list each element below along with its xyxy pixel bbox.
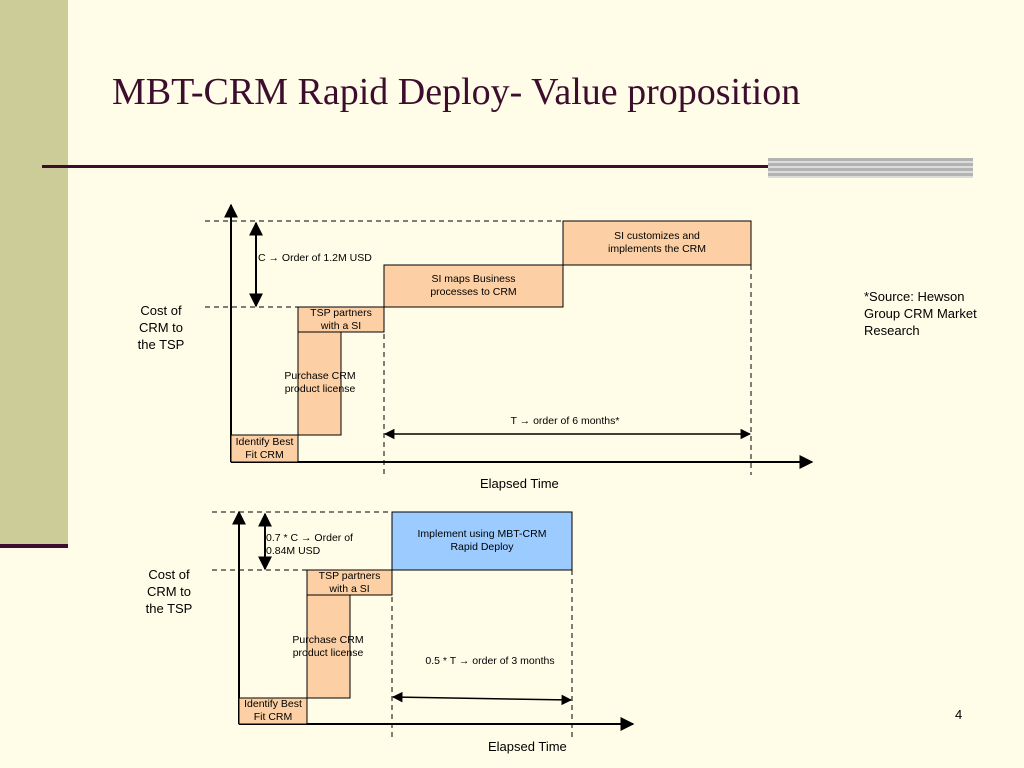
source-note: *Source: Hewson Group CRM Market Researc…	[864, 289, 977, 338]
bottom-diagram	[212, 510, 635, 740]
bottom-step-implement-label: Implement using MBT-CRM Rapid Deploy	[417, 528, 547, 553]
top-step-si-maps-label: SI maps Business processes to CRM	[430, 273, 517, 298]
bottom-step-identify	[238, 697, 308, 725]
bottom-step-implement	[391, 511, 573, 571]
bottom-step-tsp	[306, 569, 393, 596]
bottom-y-axis-label: Cost of CRM to the TSP	[145, 567, 193, 616]
top-y-axis-label: Cost of CRM to the TSP	[137, 303, 185, 352]
top-step-tsp-label: TSP partners with a SI	[310, 307, 372, 332]
top-diagram	[205, 203, 814, 475]
bottom-time-annotation: 0.5 * T → order of 3 months	[425, 655, 555, 667]
title-rule-accent	[768, 158, 973, 178]
top-step-si-maps	[383, 264, 564, 308]
bottom-time-arrow	[391, 691, 573, 706]
bottom-step-purchase-label: Purchase CRM product license	[292, 634, 364, 659]
top-step-tsp	[297, 306, 385, 333]
bottom-step-identify-label: Identify Best Fit CRM	[244, 698, 302, 723]
slide-title: MBT-CRM Rapid Deploy- Value proposition	[112, 71, 801, 113]
left-decor-band	[0, 0, 68, 548]
top-step-si-customizes	[562, 220, 752, 266]
page-number: 4	[955, 707, 963, 722]
top-time-annotation: T → order of 6 months*	[510, 415, 620, 427]
top-step-identify-label: Identify Best Fit CRM	[235, 436, 294, 461]
left-decor-line	[0, 544, 68, 548]
top-cost-annotation: C → Order of 1.2M USD	[258, 252, 372, 264]
top-x-axis-label: Elapsed Time	[480, 476, 559, 491]
top-step-purchase-label: Purchase CRM product license	[284, 370, 356, 395]
title-rule	[42, 165, 770, 168]
bottom-cost-annotation: 0.7 * C → Order of 0.84M USD	[266, 532, 353, 557]
bottom-step-tsp-label: TSP partners with a SI	[318, 570, 381, 595]
top-step-purchase	[297, 331, 342, 436]
top-step-si-customizes-label: SI customizes and implements the CRM	[607, 230, 707, 255]
bottom-x-axis-label: Elapsed Time	[488, 739, 567, 754]
top-step-identify	[230, 434, 299, 463]
